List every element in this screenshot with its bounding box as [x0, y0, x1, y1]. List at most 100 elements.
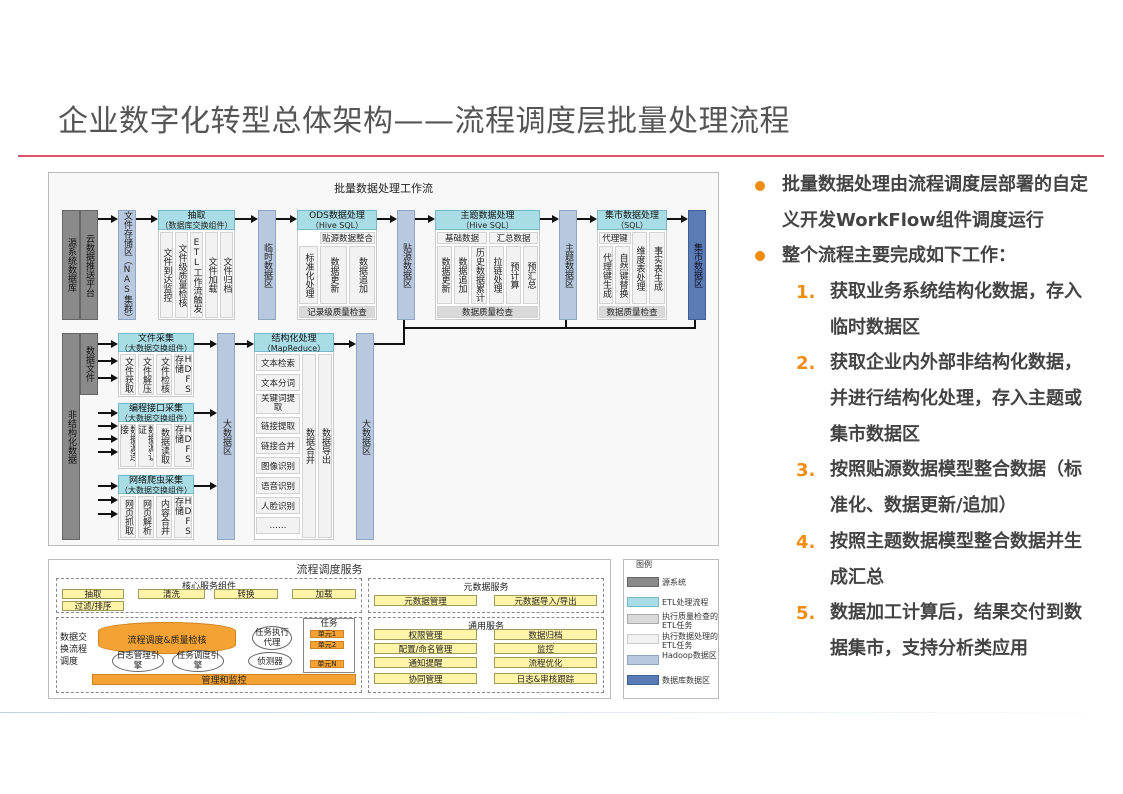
connector-line — [694, 320, 696, 329]
structuring-header: 结构化处理 （MapReduce） — [254, 333, 334, 353]
flow-arrow — [235, 215, 258, 223]
structuring-subtitle: （MapReduce） — [262, 344, 326, 353]
flow-arrow — [98, 510, 118, 518]
legend-swatch — [627, 675, 659, 685]
topic-group-base: 基础数据 — [437, 232, 487, 244]
api-collect-header: 编程接口采集 （大数据交换组件） — [118, 403, 194, 423]
ods-group: 贴源数据整合 — [320, 232, 375, 244]
step-text: 数据加工计算后，结果交付到数据集市，支持分析类应用 — [830, 602, 1082, 659]
flow-arrow — [98, 448, 118, 456]
mart-data-zone: 集市数据区 — [688, 210, 706, 320]
mart-step: 代理键生成 — [599, 246, 613, 304]
task-unit: 单元1 — [310, 630, 344, 638]
api-collect-title: 编程接口采集 — [128, 404, 183, 414]
flow-arrow — [98, 215, 118, 223]
task-unit: 单元2 — [310, 641, 344, 649]
file-collect-step: HDFS存储 — [174, 354, 192, 395]
connector-line — [565, 320, 567, 329]
api-collect-step: HDFS存储 — [174, 424, 192, 467]
flow-optimize-button[interactable]: 流程优化 — [494, 657, 597, 669]
notify-button[interactable]: 通知提醒 — [374, 657, 477, 669]
api-collect-subtitle: （大数据交换组件） — [120, 414, 192, 423]
topic-step: 历史数据累计 — [471, 246, 487, 304]
connector-line — [566, 327, 695, 329]
crawler-step: 内容合并 — [156, 496, 172, 538]
exchange-scheduling-group — [56, 617, 362, 693]
management-monitoring-bar: 管理和监控 — [92, 674, 356, 686]
step-number: 4. — [796, 532, 816, 553]
collab-button[interactable]: 协同管理 — [374, 673, 477, 685]
archive-button[interactable]: 数据归档 — [494, 629, 597, 641]
mart-group: 代理键 — [599, 232, 631, 244]
step-text: 获取业务系统结构化数据，存入临时数据区 — [830, 281, 1082, 338]
file-collect-subtitle: （大数据交换组件） — [120, 344, 192, 353]
mart-quality-check: 数据质量检查 — [599, 306, 665, 318]
api-collect-step: 数据源连接 — [120, 424, 136, 467]
ods-quality-check: 记录级质量检查 — [299, 306, 375, 318]
core-clean-button[interactable]: 清洗 — [138, 589, 205, 600]
topic-header: 主题数据处理 （Hive SQL） — [435, 210, 540, 230]
monitor-button[interactable]: 监控 — [494, 643, 597, 655]
structuring-item: 文本检索 — [256, 354, 300, 371]
crawler-subtitle: （大数据交换组件） — [120, 486, 192, 495]
core-extract-button[interactable]: 抽取 — [62, 589, 124, 600]
flow-arrow — [98, 409, 118, 417]
permission-button[interactable]: 权限管理 — [374, 629, 477, 641]
legend-label: 执行质量检查的ETL任务 — [662, 612, 718, 630]
extract-title: 抽取 — [187, 211, 206, 221]
metadata-service-title: 元数据服务 — [463, 583, 509, 593]
flow-arrow — [415, 215, 435, 223]
source-cloud-push: 云数据推送平台 — [80, 210, 98, 320]
structuring-item: …… — [256, 517, 300, 534]
flow-arrow — [98, 374, 118, 382]
bullet-dot — [755, 251, 765, 261]
legend-label: Hadoop数据区 — [662, 651, 717, 660]
bullet-2: 整个流程主要完成如下工作： — [782, 245, 1016, 266]
topic-step: 数据更新 — [437, 246, 452, 304]
ods-subtitle: （Hive SQL） — [310, 221, 364, 230]
ods-step: 标准化处理 — [299, 246, 318, 304]
diagram-title: 批量数据处理工作流 — [334, 182, 433, 195]
core-transform-button[interactable]: 转换 — [214, 589, 278, 600]
core-load-button[interactable]: 加载 — [292, 589, 356, 600]
config-naming-button[interactable]: 配置/命名管理 — [374, 643, 477, 655]
topic-group-summary: 汇总数据 — [489, 232, 538, 244]
flow-arrow — [276, 215, 297, 223]
detector: 侦测器 — [248, 652, 292, 670]
connector-line — [404, 327, 566, 329]
legend-label: ETL处理流程 — [662, 598, 709, 607]
legend-swatch — [627, 655, 659, 665]
flow-arrow — [136, 215, 158, 223]
structuring-item: 语音识别 — [256, 477, 300, 494]
audit-log-button[interactable]: 日志&审核跟踪 — [494, 673, 597, 685]
mart-step: 自然键替换 — [615, 246, 630, 304]
connector-line — [403, 320, 405, 345]
structuring-item: 人脸识别 — [256, 497, 300, 514]
service-title: 流程调度服务 — [296, 563, 363, 576]
topic-subtitle: （Hive SQL） — [461, 221, 514, 230]
topic-title: 主题数据处理 — [460, 211, 515, 221]
api-collect-step: 数据源认证 — [138, 424, 154, 467]
file-storage-zone: 文件存储区（NAS集群） — [118, 210, 136, 320]
structuring-item: 链接合并 — [256, 437, 300, 454]
bigdata-zone: 大数据区 — [217, 333, 235, 540]
flow-arrow — [540, 215, 559, 223]
flow-arrow — [98, 340, 118, 348]
log-engine: 日志管理引擎 — [112, 650, 164, 672]
flow-arrow — [98, 357, 118, 365]
file-collect-title: 文件采集 — [137, 334, 174, 344]
metadata-import-export-button[interactable]: 元数据导入/导出 — [494, 595, 597, 607]
topic-step: 拉链处理 — [489, 246, 504, 304]
flow-arrow — [667, 215, 688, 223]
temp-data-zone: 临时数据区 — [258, 210, 276, 320]
step-text: 按照主题数据模型整合数据并生成汇总 — [830, 531, 1082, 588]
extract-step: 文件级质量检核 — [175, 232, 188, 318]
mart-subtitle: （SQL） — [616, 221, 648, 230]
structuring-item: 文本分词 — [256, 374, 300, 391]
bigdata-zone-2: 大数据区 — [356, 333, 374, 540]
core-filter-sort-button[interactable]: 过滤/排序 — [62, 601, 124, 612]
metadata-manage-button[interactable]: 元数据管理 — [374, 595, 477, 607]
crawler-step: 网页抓取 — [120, 496, 136, 538]
task-exec-agent: 任务执行代理 — [252, 626, 292, 650]
flow-arrow — [98, 496, 118, 504]
